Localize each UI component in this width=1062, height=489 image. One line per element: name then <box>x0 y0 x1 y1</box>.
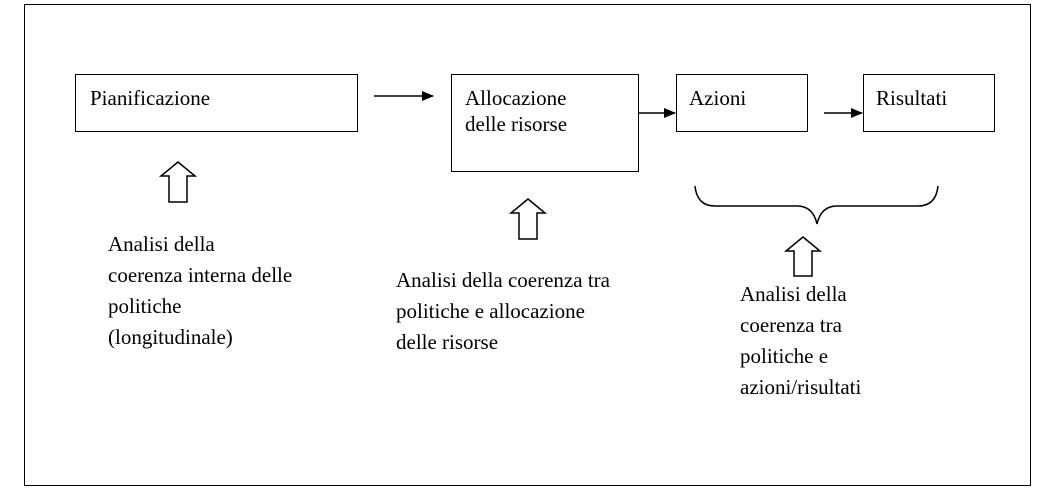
node-pianificazione: Pianificazione <box>75 74 358 132</box>
hollow-up-arrow-icon <box>508 198 548 240</box>
node-pianificazione-label: Pianificazione <box>90 86 211 110</box>
node-allocazione-label: Allocazione delle risorse <box>465 86 568 136</box>
curly-brace-icon <box>694 185 939 225</box>
annotation-pianificazione: Analisi della coerenza interna delle pol… <box>108 232 293 349</box>
hollow-up-arrow-icon <box>158 161 198 203</box>
annotation-azioni-risultati: Analisi della coerenza tra politiche e a… <box>740 282 862 399</box>
node-allocazione: Allocazione delle risorse <box>451 74 639 172</box>
hollow-up-arrow-icon <box>783 236 823 277</box>
node-azioni-label: Azioni <box>689 86 747 110</box>
node-risultati-label: Risultati <box>876 86 948 110</box>
node-risultati: Risultati <box>863 74 995 132</box>
node-azioni: Azioni <box>676 74 808 132</box>
diagram-frame <box>24 4 1031 486</box>
annotation-allocazione: Analisi della coerenza tra politiche e a… <box>396 268 610 354</box>
